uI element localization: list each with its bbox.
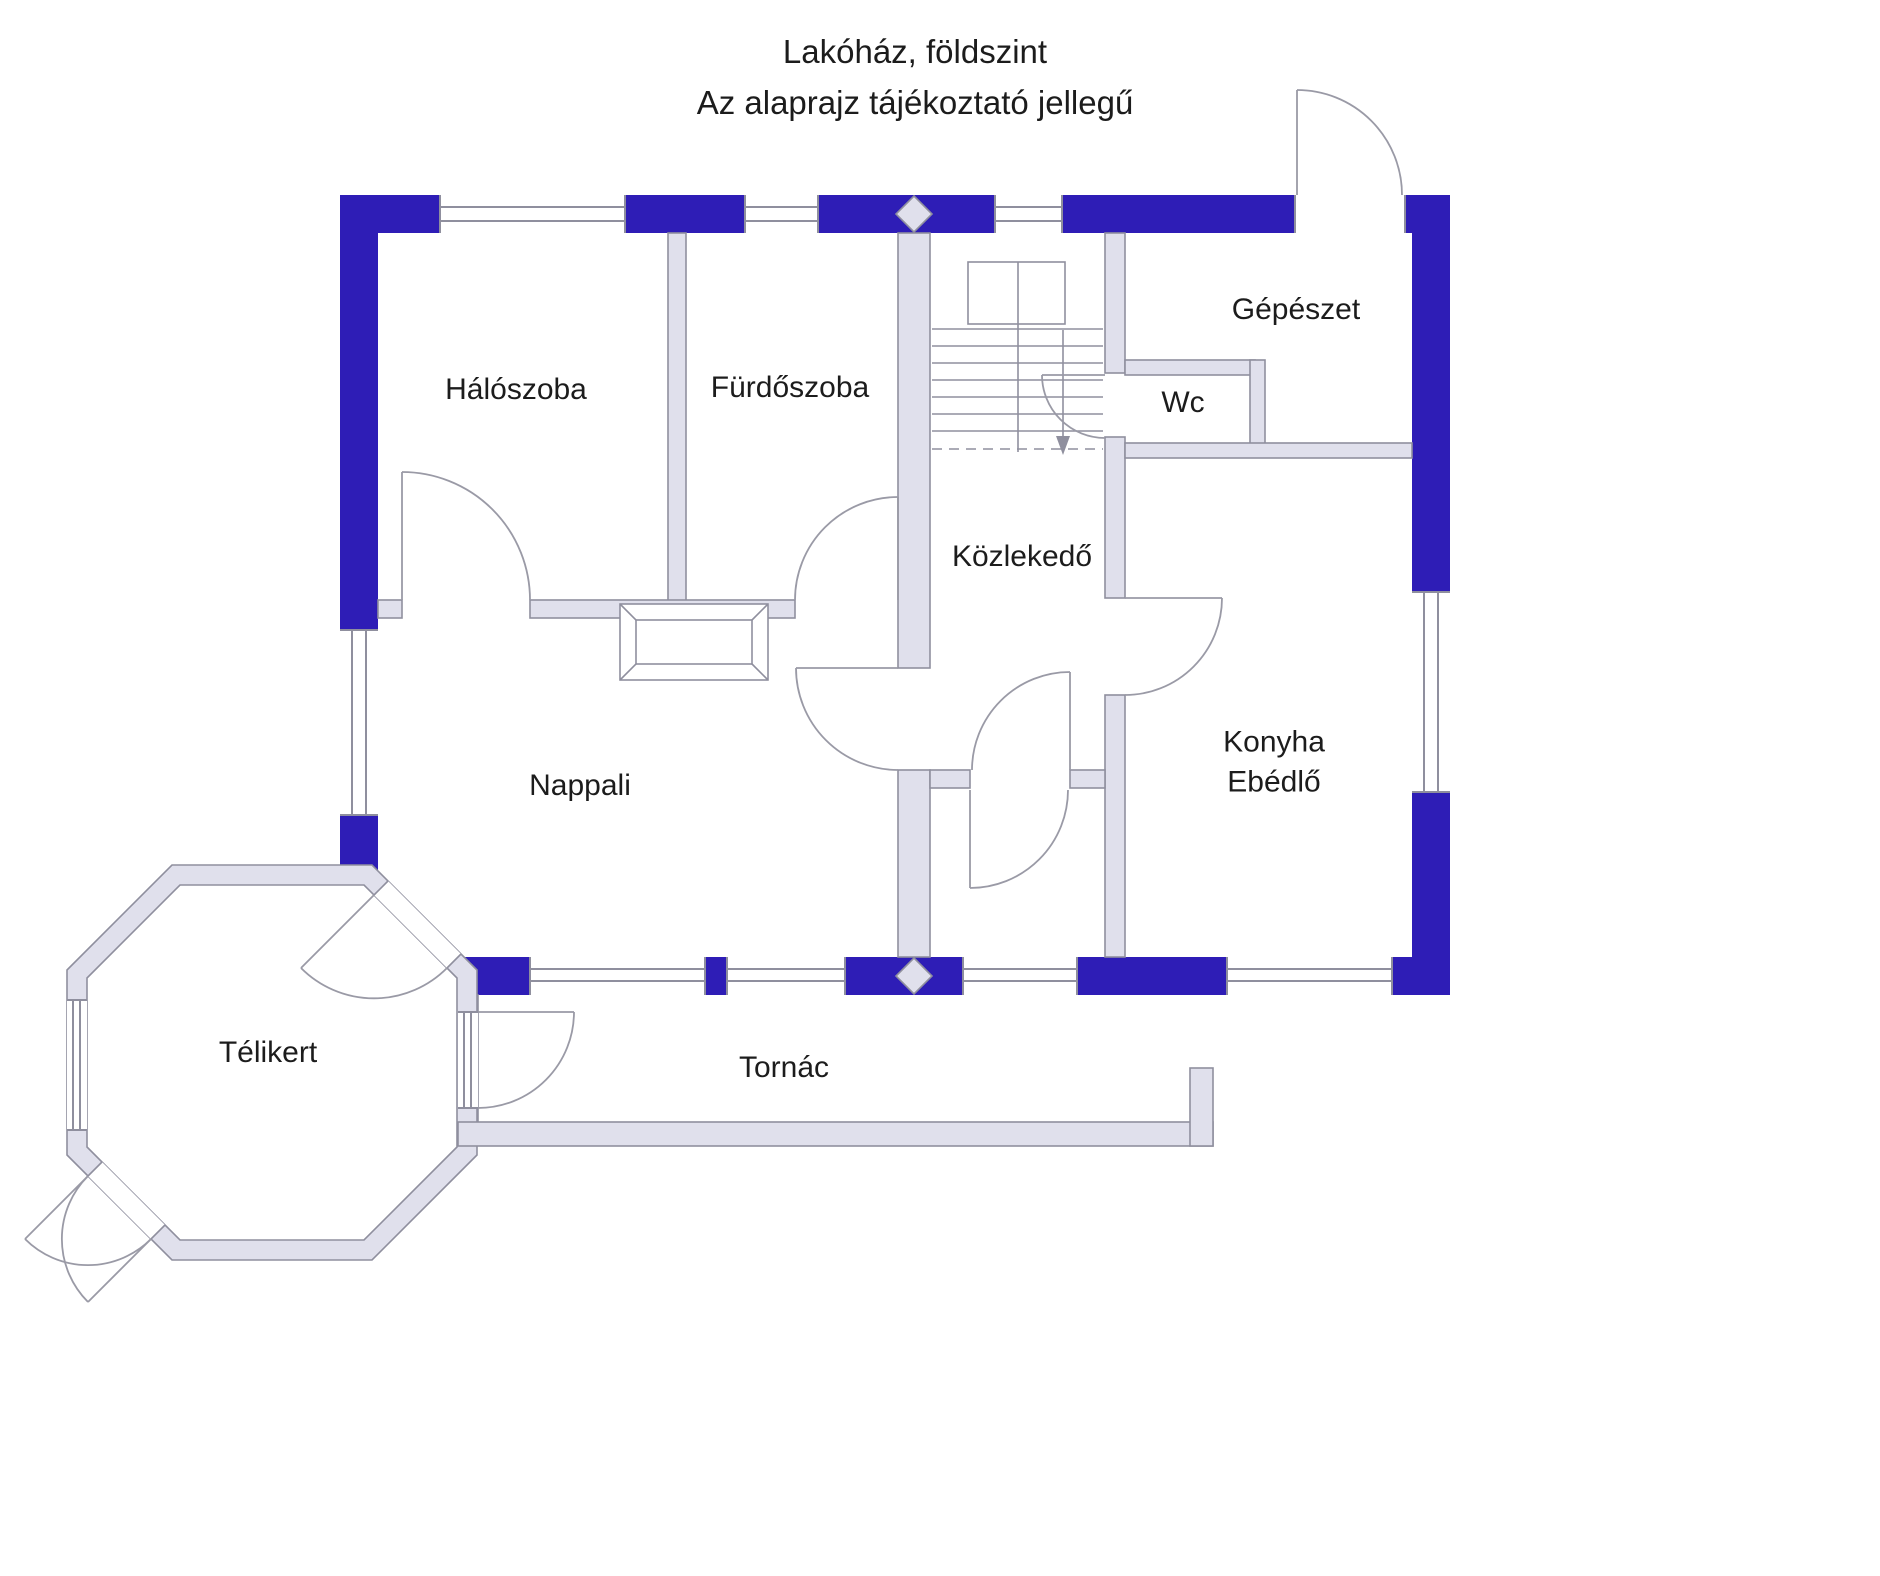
plan-title: Lakóház, földszint Az alaprajz tájékozta…: [697, 26, 1134, 128]
door-swing: [794, 496, 899, 601]
window: [744, 195, 819, 233]
room-label-kozlekedo: Közlekedő: [951, 540, 1093, 574]
door-swing: [1124, 597, 1223, 696]
window: [67, 999, 87, 1131]
window-openings: [340, 195, 1450, 1109]
door-swing: [1296, 89, 1403, 196]
room-label-konyha: Konyha Ebédlő: [1223, 722, 1325, 801]
room-label-haloszoba: Hálószoba: [445, 373, 587, 407]
window: [529, 957, 706, 995]
door-swing: [401, 471, 531, 601]
door-swing: [60, 1175, 152, 1303]
staircase: [932, 261, 1103, 455]
room-label-nappali: Nappali: [529, 769, 631, 803]
room-label-tornac: Tornác: [738, 1051, 830, 1085]
window: [962, 957, 1078, 995]
door-swing: [971, 671, 1071, 771]
door-swing: [795, 667, 899, 771]
window: [458, 1011, 478, 1109]
room-label-furdoszoba: Fürdőszoba: [710, 371, 870, 405]
winter-garden-walls: [66, 864, 478, 1261]
door-swing: [1041, 374, 1106, 439]
window: [1226, 957, 1393, 995]
plan-title-line1: Lakóház, földszint: [782, 33, 1048, 70]
window: [994, 195, 1063, 233]
interior-partitions: [377, 232, 1413, 1123]
porch-walls: [457, 1067, 1214, 1147]
door-swing: [477, 1011, 575, 1109]
door-swing: [300, 894, 448, 1000]
door-swings: [24, 89, 1403, 1303]
room-label-konyha-line1: Konyha: [1223, 725, 1325, 759]
room-label-wc: Wc: [1161, 386, 1205, 420]
window: [726, 957, 846, 995]
window: [439, 195, 626, 233]
window: [340, 629, 378, 816]
exterior-door-opening: [1294, 195, 1406, 233]
door-swing: [24, 1175, 152, 1267]
plan-title-line2: Az alaprajz tájékoztató jellegű: [696, 84, 1134, 122]
column-markers: [894, 194, 934, 996]
room-label-gepeszet: Gépészet: [1231, 293, 1361, 327]
fireplace: [619, 603, 769, 681]
room-label-konyha-line2: Ebédlő: [1227, 765, 1321, 798]
door-swing: [969, 789, 1069, 889]
room-label-telikert: Télikert: [218, 1036, 318, 1070]
window: [1412, 591, 1450, 793]
stair-direction-arrow: [1056, 436, 1070, 455]
